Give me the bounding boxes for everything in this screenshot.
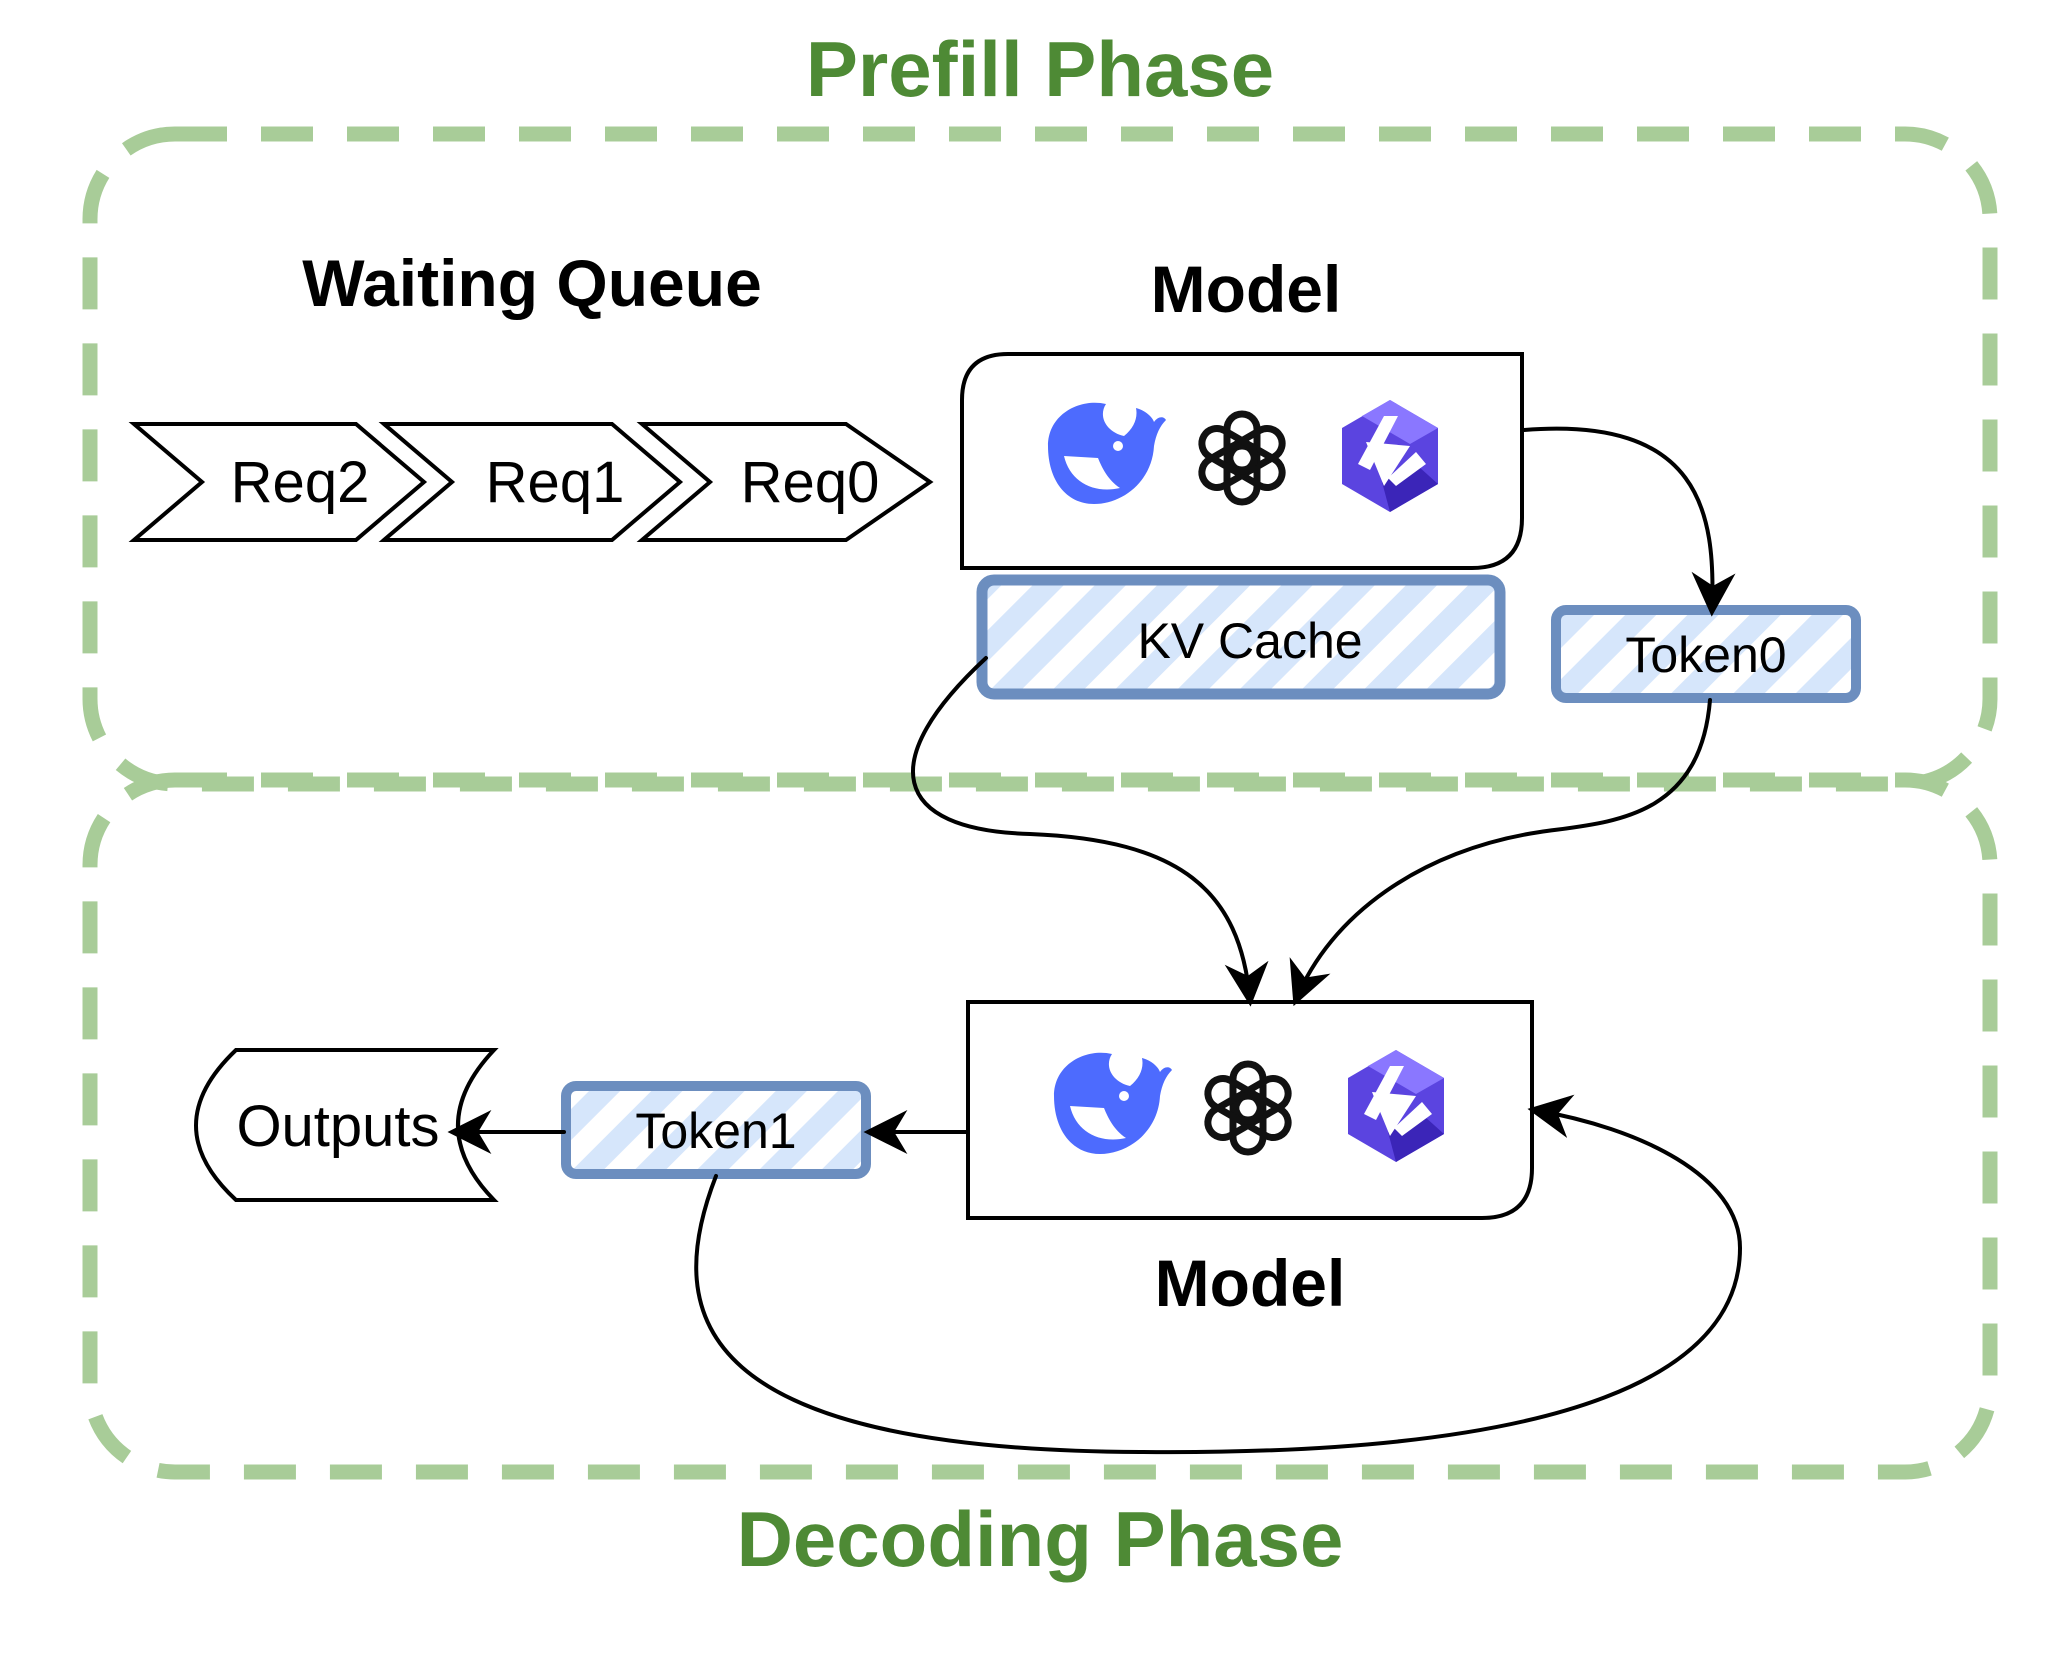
token1-label: Token1 <box>635 1103 796 1159</box>
kv-cache-label: KV Cache <box>1137 613 1362 669</box>
queue-item-req2 <box>128 422 428 542</box>
decoding-phase-title: Decoding Phase <box>737 1495 1344 1583</box>
outputs-label: Outputs <box>236 1094 439 1159</box>
queue-item-req2-label: Req2 <box>231 450 370 515</box>
token1-loop-back-arrow <box>694 1094 1743 1455</box>
prefill-phase-container <box>82 126 1998 792</box>
queue-item-req0 <box>636 422 934 542</box>
outputs-block <box>194 1048 499 1202</box>
kv-cache-block <box>976 574 1506 700</box>
queue-item-req0-label: Req0 <box>741 450 880 515</box>
queue-item-req1-label: Req1 <box>486 450 625 515</box>
token0-label: Token0 <box>1625 627 1786 683</box>
decoding-model-box <box>966 1000 1534 1220</box>
kv-cache-to-decoding-model-arrow <box>911 656 1269 1007</box>
token0-to-decoding-model-arrow <box>1289 698 1712 1007</box>
waiting-queue-title: Waiting Queue <box>302 246 762 320</box>
queue-item-req1 <box>378 422 684 542</box>
decoding-phase-container <box>82 772 1998 1480</box>
model-to-token0-arrow <box>1522 426 1736 617</box>
decoding-model-title: Model <box>1155 1246 1346 1320</box>
prefill-model-title: Model <box>1151 252 1342 326</box>
prefill-phase-title: Prefill Phase <box>806 25 1274 113</box>
